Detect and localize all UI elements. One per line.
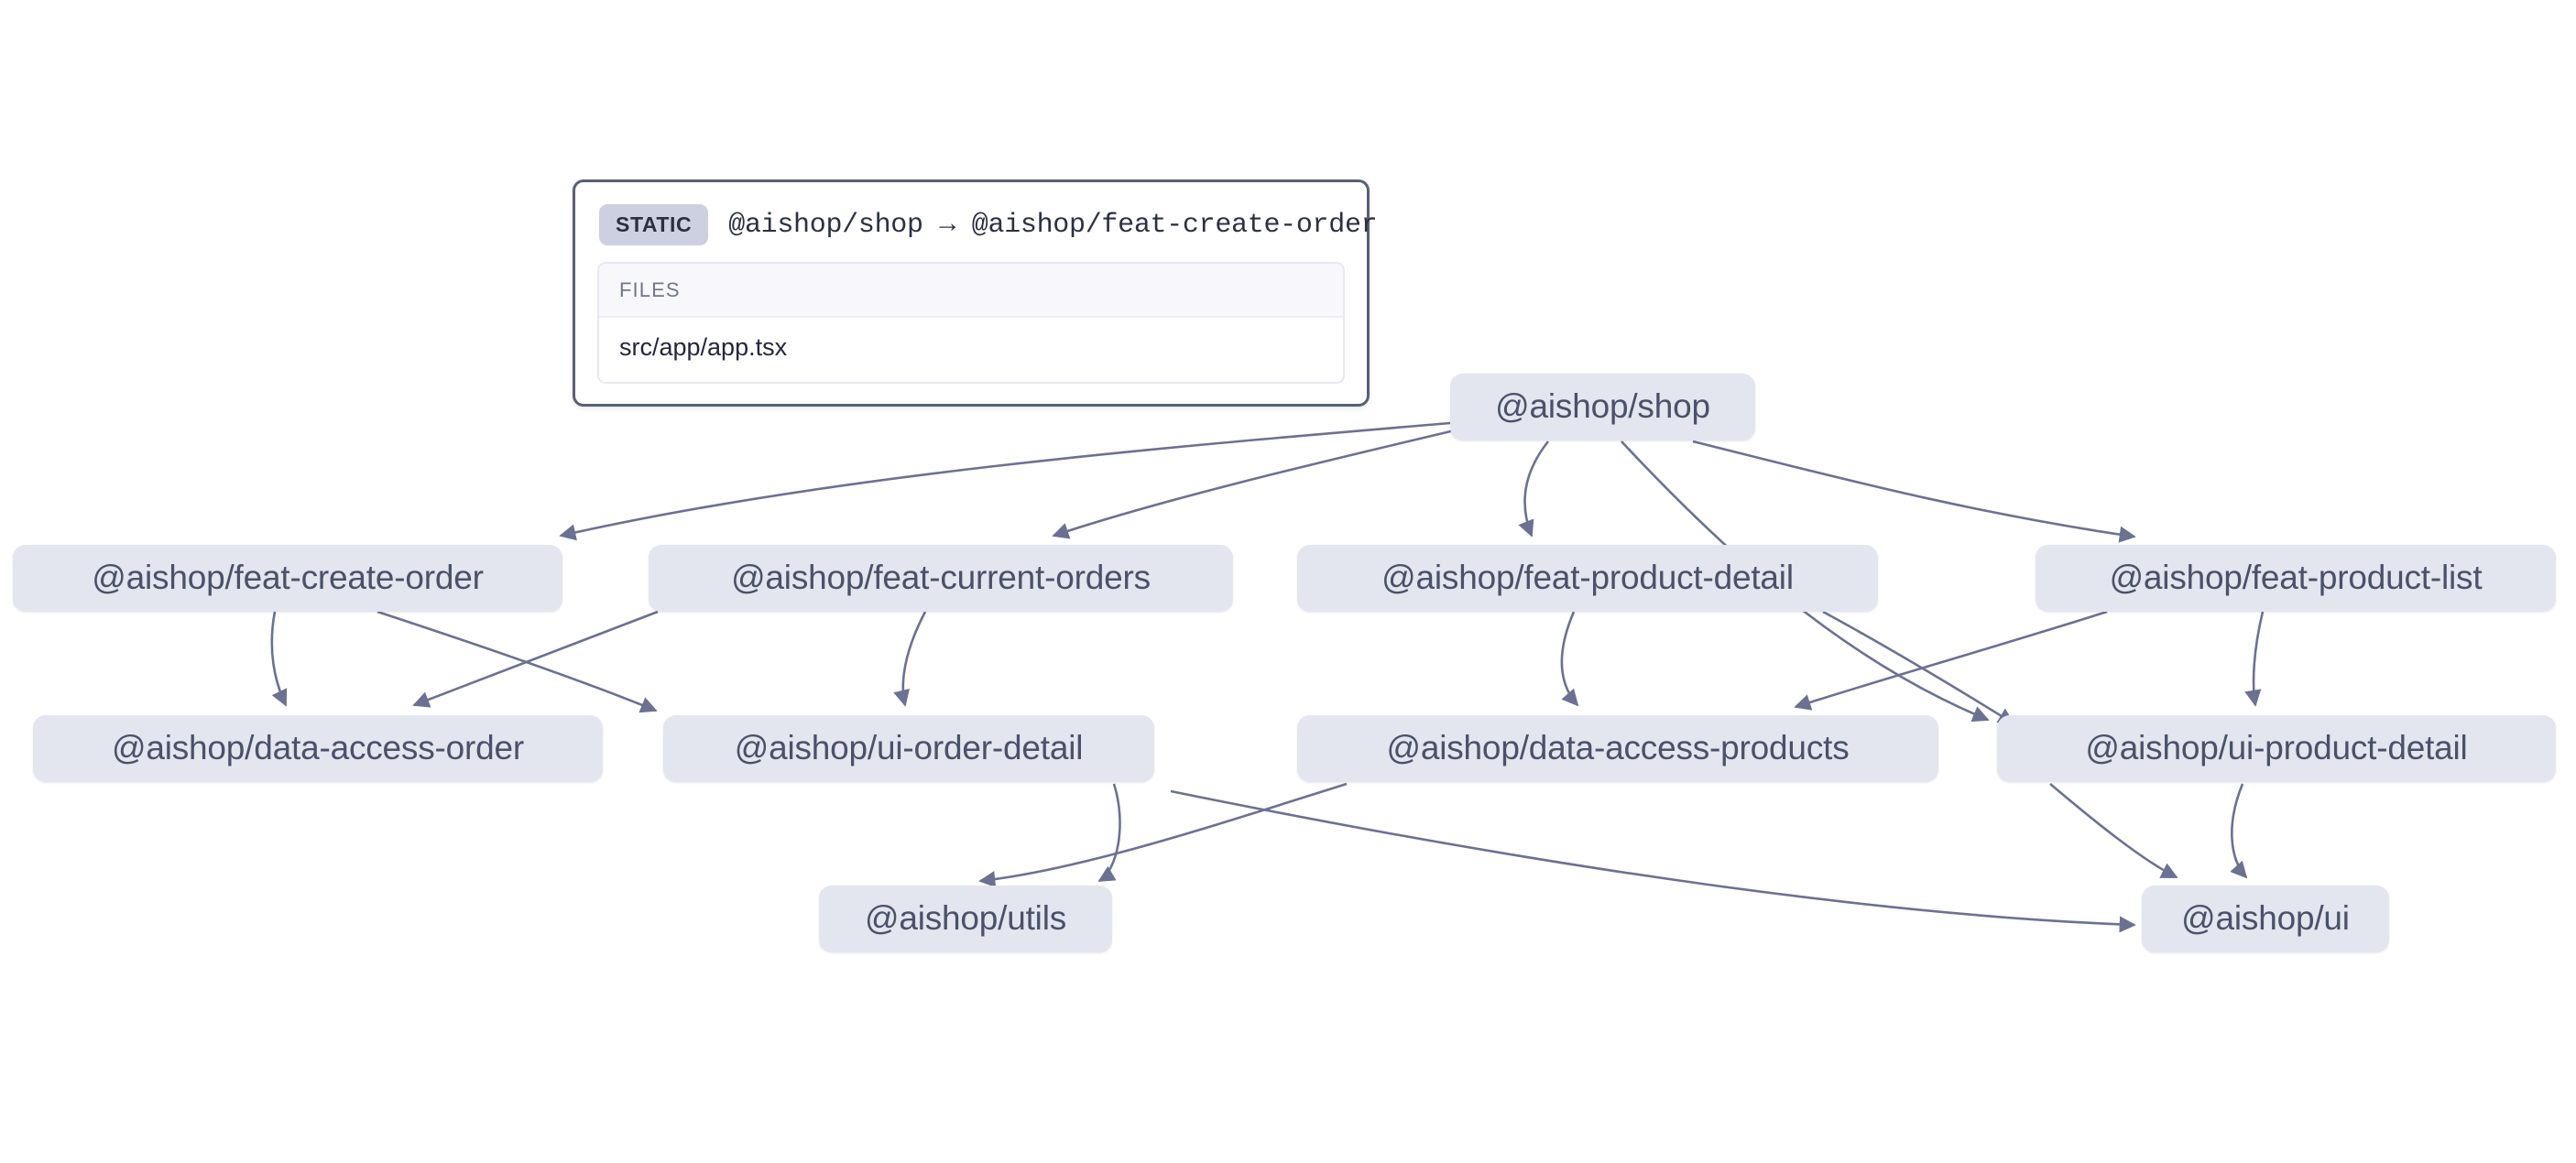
edge-feat-current-orders-to-ui-order-detail bbox=[893, 611, 927, 707]
files-section-header: FILES bbox=[599, 264, 1343, 318]
node-label: @aishop/utils bbox=[864, 899, 1067, 937]
edge-shop-to-feat-product-list bbox=[1692, 440, 2136, 543]
node-label: @aishop/data-access-products bbox=[1386, 729, 1850, 766]
files-panel: FILES src/app/app.tsx bbox=[597, 262, 1345, 384]
node-ui-product-detail[interactable]: @aishop/ui-product-detail bbox=[1997, 715, 2556, 782]
node-label: @aishop/ui-order-detail bbox=[734, 729, 1084, 766]
edge-title: @aishop/shop → @aishop/feat-create-order bbox=[728, 209, 1378, 241]
edge-ui-product-detail-to-ui bbox=[2230, 783, 2248, 879]
node-data-access-products[interactable]: @aishop/data-access-products bbox=[1297, 715, 1938, 782]
node-label: @aishop/shop bbox=[1495, 387, 1710, 425]
node-label: @aishop/ui-product-detail bbox=[2085, 729, 2468, 766]
node-data-access-order[interactable]: @aishop/data-access-order bbox=[33, 715, 603, 782]
edge-shop-to-feat-current-orders bbox=[1052, 429, 1456, 539]
node-label: @aishop/data-access-order bbox=[111, 729, 525, 766]
edge-detail-tooltip: STATIC @aishop/shop → @aishop/feat-creat… bbox=[573, 179, 1378, 407]
node-label: @aishop/feat-product-detail bbox=[1381, 559, 1794, 596]
status-badge-static: STATIC bbox=[599, 204, 709, 245]
edge-feat-current-orders-to-data-access-order bbox=[412, 610, 659, 708]
node-label: @aishop/ui bbox=[2181, 899, 2350, 937]
edge-feat-product-list-to-ui-product-detail bbox=[2244, 611, 2265, 707]
tooltip-header: STATIC @aishop/shop → @aishop/feat-creat… bbox=[597, 201, 1378, 262]
node-utils[interactable]: @aishop/utils bbox=[819, 886, 1112, 952]
node-label: @aishop/feat-create-order bbox=[92, 559, 484, 596]
node-feat-create-order[interactable]: @aishop/feat-create-order bbox=[13, 545, 562, 612]
node-feat-product-list[interactable]: @aishop/feat-product-list bbox=[2036, 545, 2556, 612]
edge-ui-product-detail-to-ui-left bbox=[2049, 783, 2178, 879]
node-feat-current-orders[interactable]: @aishop/feat-current-orders bbox=[649, 545, 1233, 612]
edge-feat-product-list-to-data-access-products bbox=[1794, 610, 2108, 711]
node-feat-product-detail[interactable]: @aishop/feat-product-detail bbox=[1297, 545, 1878, 612]
edge-shop-to-feat-create-order bbox=[559, 421, 1451, 541]
node-shop[interactable]: @aishop/shop bbox=[1450, 374, 1755, 440]
edge-feat-product-detail-to-data-access-products bbox=[1560, 611, 1579, 707]
edge-feat-create-order-to-ui-order-detail bbox=[377, 610, 658, 713]
edge-data-access-products-to-utils bbox=[978, 782, 1348, 888]
edge-feat-product-detail-to-ui-product-detail bbox=[1822, 610, 2015, 725]
edge-ui-order-detail-to-utils bbox=[1097, 783, 1121, 883]
node-ui-order-detail[interactable]: @aishop/ui-order-detail bbox=[663, 715, 1154, 782]
node-label: @aishop/feat-current-orders bbox=[731, 559, 1151, 596]
edge-feat-create-order-to-data-access-order bbox=[270, 611, 288, 707]
node-label: @aishop/feat-product-list bbox=[2109, 559, 2483, 596]
edge-shop-to-feat-product-detail bbox=[1518, 440, 1550, 538]
file-list-item[interactable]: src/app/app.tsx bbox=[599, 318, 1343, 382]
edge-data-access-order-to-ui bbox=[1170, 789, 2136, 933]
node-ui[interactable]: @aishop/ui bbox=[2142, 886, 2389, 952]
